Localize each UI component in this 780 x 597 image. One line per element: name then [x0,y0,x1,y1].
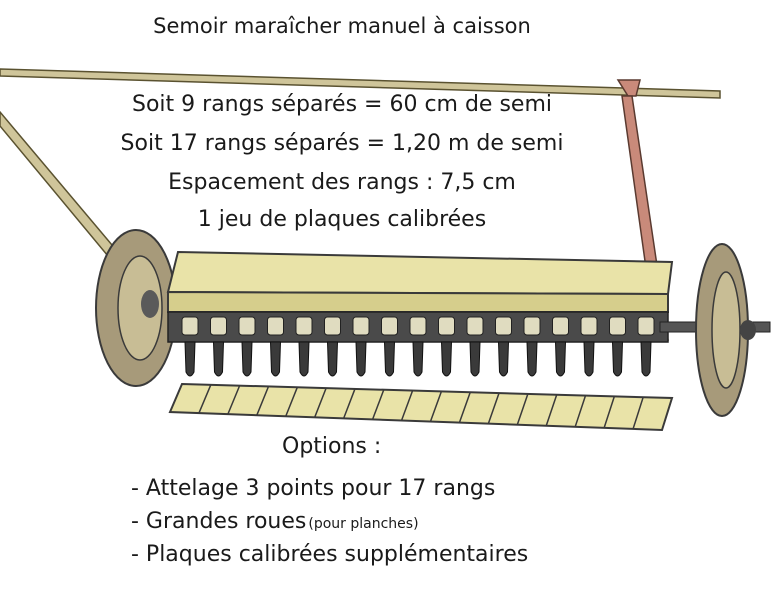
roller-segment-line [458,391,471,423]
seed-outlet [495,316,512,336]
roller-segment-line [314,387,327,418]
seed-outlet [181,316,199,336]
roller-segment-line [632,396,644,430]
seed-outlet [552,316,569,336]
seed-outlet [352,316,370,336]
option-text: - Attelage 3 points pour 17 rangs [131,476,496,501]
roller-plank [168,382,674,432]
spec-line-2: Soit 17 rangs séparés = 1,20 m de semi [120,131,564,156]
roller-segment-line [400,390,414,421]
coulter [497,341,510,377]
roller-segment-line [545,394,558,427]
option-text: - Grandes roues [131,509,307,534]
coulter [355,341,367,377]
coulter [640,341,652,377]
option-item-1: - Attelage 3 points pour 17 rangs [131,476,495,501]
seed-outlet [267,316,284,336]
seed-outlet [295,316,313,336]
roller-segment-line [342,388,356,419]
coulter [583,341,595,377]
seed-outlet [523,316,541,336]
right-wheel [695,243,756,417]
roller-segment-line [227,385,241,415]
seed-outlet [438,316,455,336]
roller-segment-line [198,384,212,414]
coulter [212,341,225,377]
seed-outlet [381,316,398,336]
roller-segment-line [574,395,587,428]
left-wheel [95,229,177,387]
coulter [241,341,253,377]
option-text: - Plaques calibrées supplémentaires [131,542,529,567]
page-title: Semoir maraîcher manuel à caisson [153,14,531,38]
coulter [298,341,310,377]
seed-outlet [466,316,484,336]
roller-segment-line [429,391,443,422]
coulter [184,341,196,377]
coulter [326,341,339,377]
options-heading: Options : [282,434,382,459]
hopper-seed-outlets [181,316,655,336]
coulter [469,341,481,377]
coulter [611,341,624,377]
seed-outlet [324,316,341,336]
option-note: (pour planches) [308,516,419,532]
seed-outlet [609,316,626,336]
roller-segment-line [603,396,616,429]
roller-segment-line [256,386,270,416]
seed-outlet [580,316,598,336]
spec-line-3: Espacement des rangs : 7,5 cm [168,170,516,195]
seed-outlet [210,316,227,336]
roller-segment-line [487,392,500,424]
coulter [383,341,396,377]
seed-outlet [238,316,256,336]
coulter [412,341,424,377]
coulter [526,341,538,377]
spec-line-4: 1 jeu de plaques calibrées [197,207,487,232]
roller-segment-line [371,389,385,420]
coulter [554,341,567,377]
roller-segment-line [285,387,298,417]
coulters [184,341,652,377]
coulter [440,341,453,377]
roller-segment-line [516,393,529,425]
roller-segments [198,384,644,430]
option-item-3: - Plaques calibrées supplémentaires [131,542,528,567]
handle-bar [0,68,721,99]
option-item-2: - Grandes roues(pour planches) [131,509,419,534]
coulter [269,341,282,377]
seed-outlet [409,316,427,336]
seed-outlet [637,316,655,336]
spec-line-1: Soit 9 rangs séparés = 60 cm de semi [132,92,552,117]
